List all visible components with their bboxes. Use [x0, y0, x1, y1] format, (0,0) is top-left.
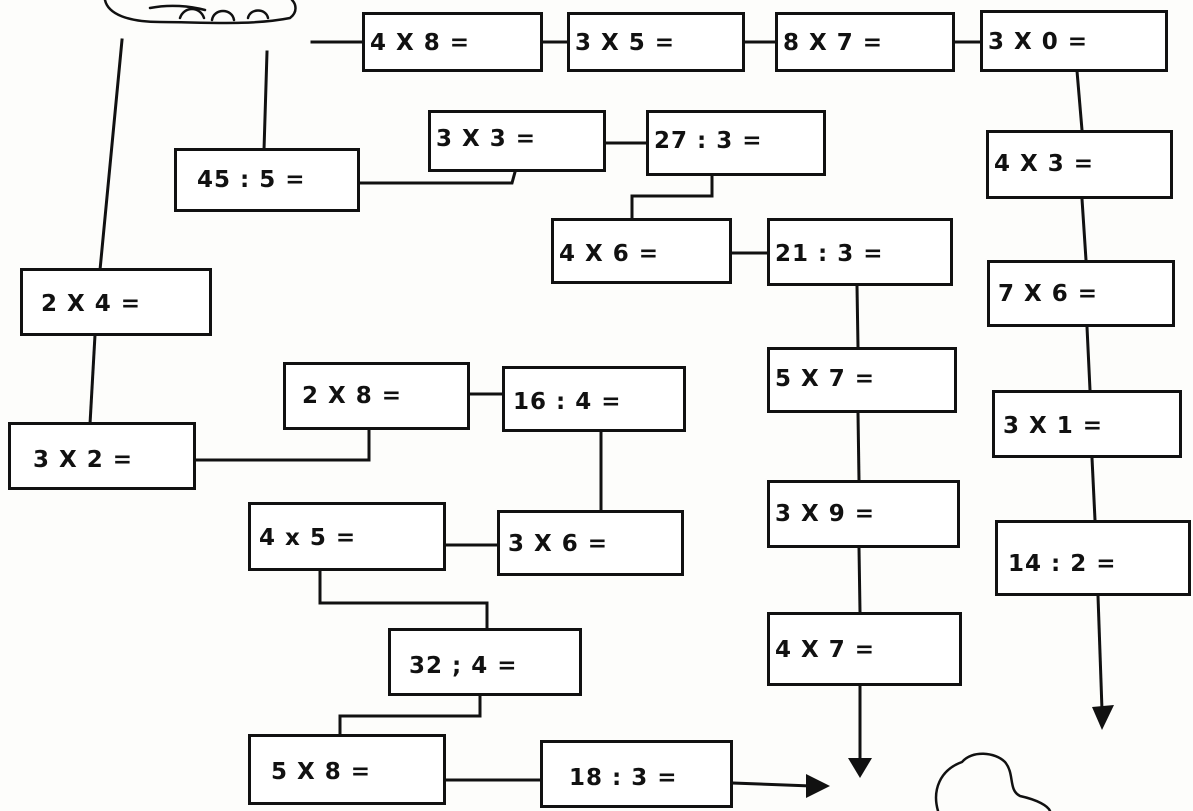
problem-box: 4 X 6 =	[551, 218, 732, 284]
cartoon-head-illustration	[934, 752, 1052, 811]
problem-text: 5 X 8 =	[271, 759, 372, 785]
problem-box: 5 X 8 =	[248, 734, 446, 805]
problem-box: 4 X 8 =	[362, 12, 543, 72]
problem-box: 16 : 4 =	[502, 366, 686, 432]
problem-text: 7 X 6 =	[998, 281, 1099, 307]
problem-box: 3 X 0 =	[980, 10, 1168, 72]
problem-box: 3 X 3 =	[428, 110, 606, 172]
problem-text: 4 X 3 =	[994, 151, 1095, 177]
problem-text: 3 X 1 =	[1003, 413, 1104, 439]
problem-box: 14 : 2 =	[995, 520, 1191, 596]
problem-text: 4 x 5 =	[259, 525, 357, 551]
cartoon-paws-illustration	[103, 0, 297, 25]
problem-text: 3 X 5 =	[575, 30, 676, 56]
problem-text: 3 X 0 =	[988, 29, 1089, 55]
problem-box: 18 : 3 =	[540, 740, 733, 808]
problem-text: 2 X 4 =	[41, 291, 142, 317]
problem-box: 3 X 6 =	[497, 510, 684, 576]
problem-box: 2 X 4 =	[20, 268, 212, 336]
problem-box: 3 X 1 =	[992, 390, 1182, 458]
problem-text: 3 X 2 =	[33, 447, 134, 473]
problem-box: 3 X 2 =	[8, 422, 196, 490]
problem-text: 8 X 7 =	[783, 30, 884, 56]
problem-box: 27 : 3 =	[646, 110, 826, 176]
problem-box: 4 x 5 =	[248, 502, 446, 571]
problem-text: 3 X 3 =	[436, 126, 537, 152]
problem-text: 3 X 6 =	[508, 531, 609, 557]
problem-text: 4 X 8 =	[370, 30, 471, 56]
problem-box: 3 X 9 =	[767, 480, 960, 548]
problem-text: 18 : 3 =	[569, 765, 678, 791]
problem-box: 32 ; 4 =	[388, 628, 582, 696]
problem-text: 27 : 3 =	[654, 128, 763, 154]
problem-box: 21 : 3 =	[767, 218, 953, 286]
problem-box: 3 X 5 =	[567, 12, 745, 72]
problem-text: 14 : 2 =	[1008, 551, 1117, 577]
problem-box: 5 X 7 =	[767, 347, 957, 413]
problem-text: 21 : 3 =	[775, 241, 884, 267]
problem-box: 8 X 7 =	[775, 12, 955, 72]
problem-box: 45 : 5 =	[174, 148, 360, 212]
problem-box: 2 X 8 =	[283, 362, 470, 430]
problem-box: 4 X 7 =	[767, 612, 962, 686]
problem-text: 4 X 7 =	[775, 637, 876, 663]
problem-text: 45 : 5 =	[197, 167, 306, 193]
problem-box: 4 X 3 =	[986, 130, 1173, 199]
problem-text: 2 X 8 =	[302, 383, 403, 409]
problem-box: 7 X 6 =	[987, 260, 1175, 327]
problem-text: 4 X 6 =	[559, 241, 660, 267]
problem-text: 5 X 7 =	[775, 366, 876, 392]
problem-text: 3 X 9 =	[775, 501, 876, 527]
problem-text: 16 : 4 =	[513, 389, 622, 415]
problem-text: 32 ; 4 =	[409, 653, 518, 679]
